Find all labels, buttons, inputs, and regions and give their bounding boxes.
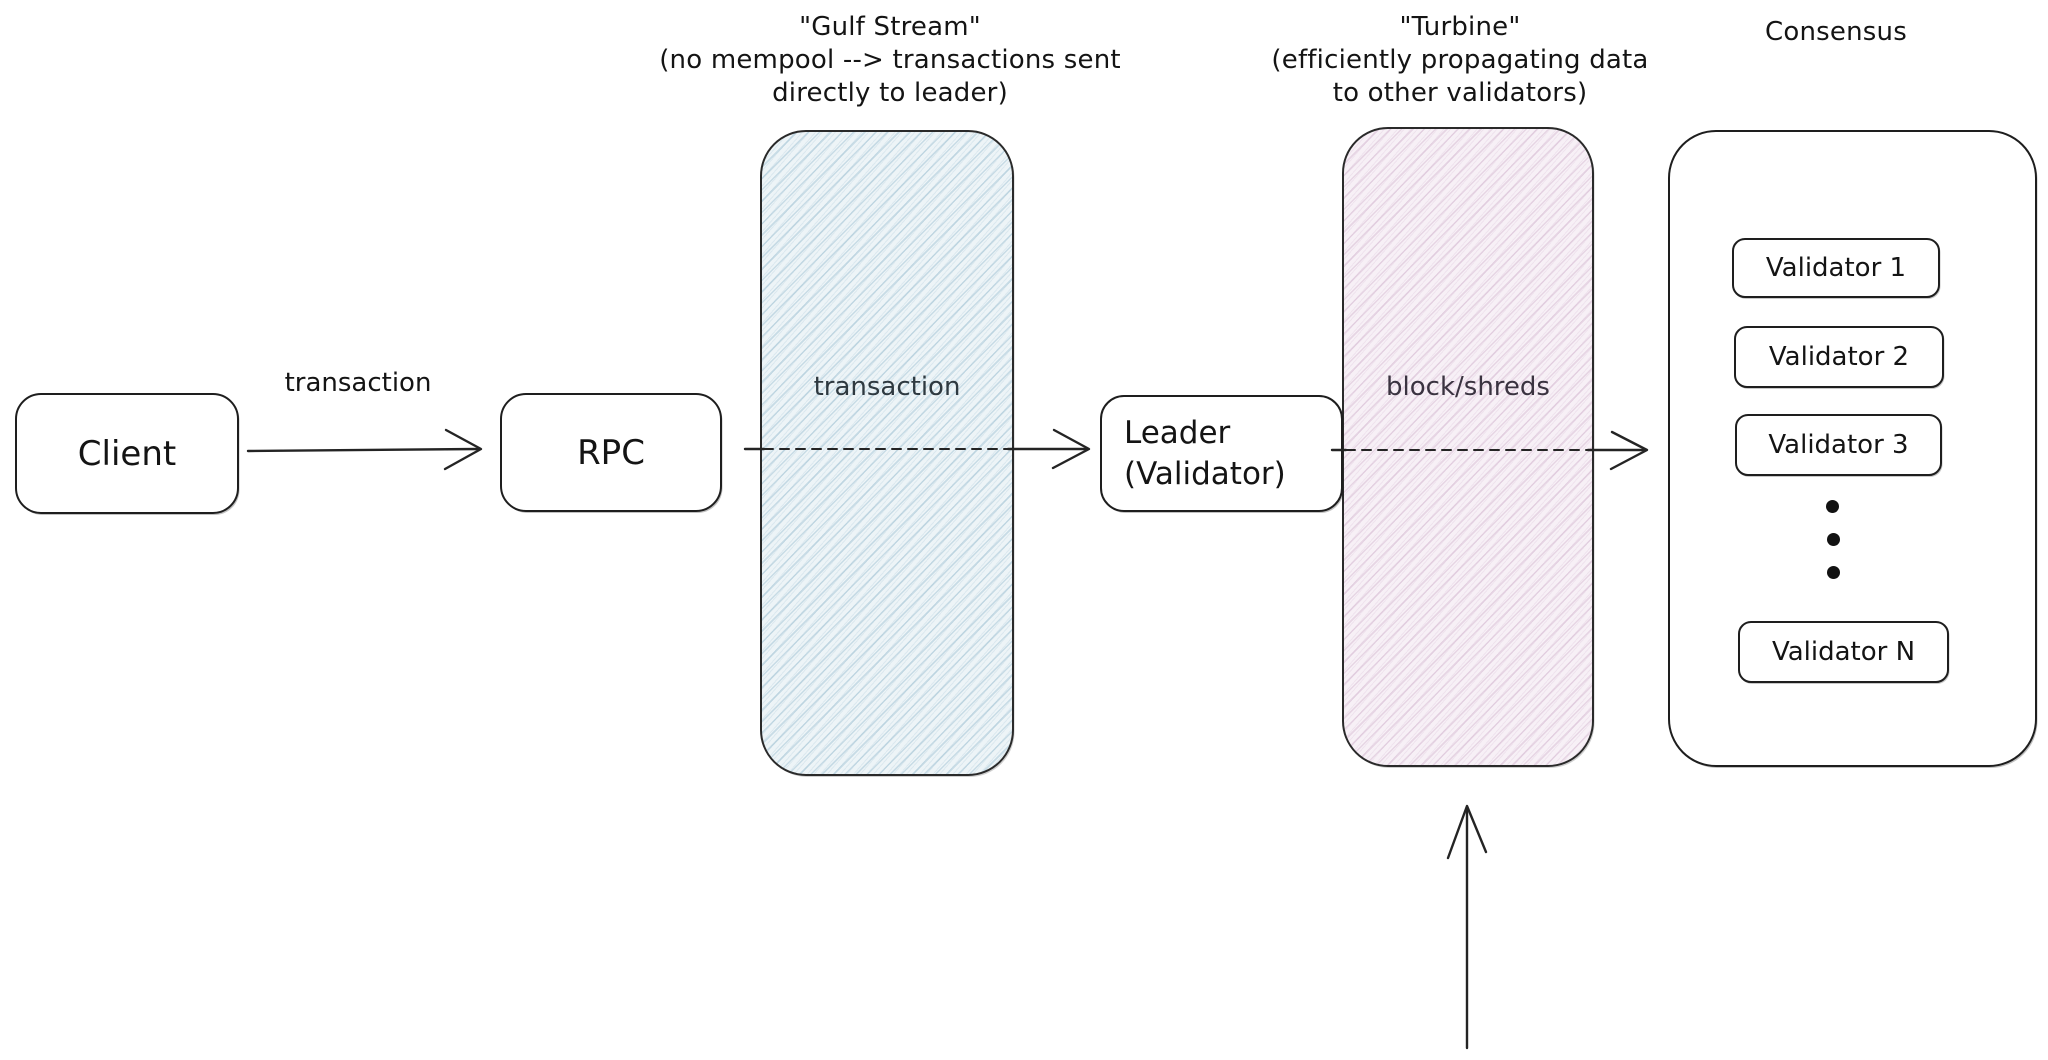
gulf-stream-caption: "Gulf Stream" (no mempool --> transactio… [620, 11, 1160, 110]
arrow-rpc-to-leader [743, 428, 1091, 470]
client-to-rpc-arrow-label: transaction [284, 368, 432, 398]
gulf-stream-caption-line3: directly to leader) [772, 78, 1008, 108]
client-node-label: Client [77, 433, 177, 474]
validator-1-box: Validator 1 [1732, 238, 1940, 298]
leader-node: Leader (Validator) [1100, 395, 1343, 512]
turbine-caption-line1: "Turbine" [1399, 12, 1521, 42]
arrow-bottom-into-turbine [1446, 804, 1488, 1050]
turbine-caption: "Turbine" (efficiently propagating data … [1190, 11, 1730, 110]
client-node: Client [15, 393, 239, 514]
validator-2-box: Validator 2 [1734, 326, 1944, 388]
turbine-inner-label: block/shreds [1386, 372, 1550, 402]
leader-node-label-line2: (Validator) [1124, 455, 1286, 492]
turbine-caption-line3: to other validators) [1332, 78, 1588, 108]
validator-2-label: Validator 2 [1768, 342, 1910, 372]
turbine-caption-line2: (efficiently propagating data [1271, 45, 1649, 75]
validator-1-label: Validator 1 [1765, 253, 1907, 283]
gulf-stream-caption-line2: (no mempool --> transactions sent [659, 45, 1121, 75]
validator-n-label: Validator N [1771, 637, 1916, 667]
gulf-stream-inner-label: transaction [813, 372, 961, 402]
turbine-zone: block/shreds [1342, 127, 1594, 767]
consensus-label: Consensus [1765, 17, 1907, 47]
ellipsis-dot-2 [1827, 533, 1840, 546]
rpc-node: RPC [500, 393, 722, 512]
gulf-stream-zone: transaction [760, 130, 1014, 776]
validator-n-box: Validator N [1738, 621, 1949, 683]
validator-3-box: Validator 3 [1735, 414, 1942, 476]
arrow-leader-to-consensus [1330, 430, 1649, 471]
ellipsis-dot-1 [1826, 500, 1839, 513]
validator-3-label: Validator 3 [1768, 430, 1909, 460]
rpc-node-label: RPC [577, 432, 645, 473]
arrow-client-to-rpc [246, 428, 483, 471]
leader-node-label-line1: Leader [1124, 414, 1231, 451]
ellipsis-dot-3 [1827, 566, 1840, 579]
gulf-stream-caption-line1: "Gulf Stream" [799, 12, 981, 42]
